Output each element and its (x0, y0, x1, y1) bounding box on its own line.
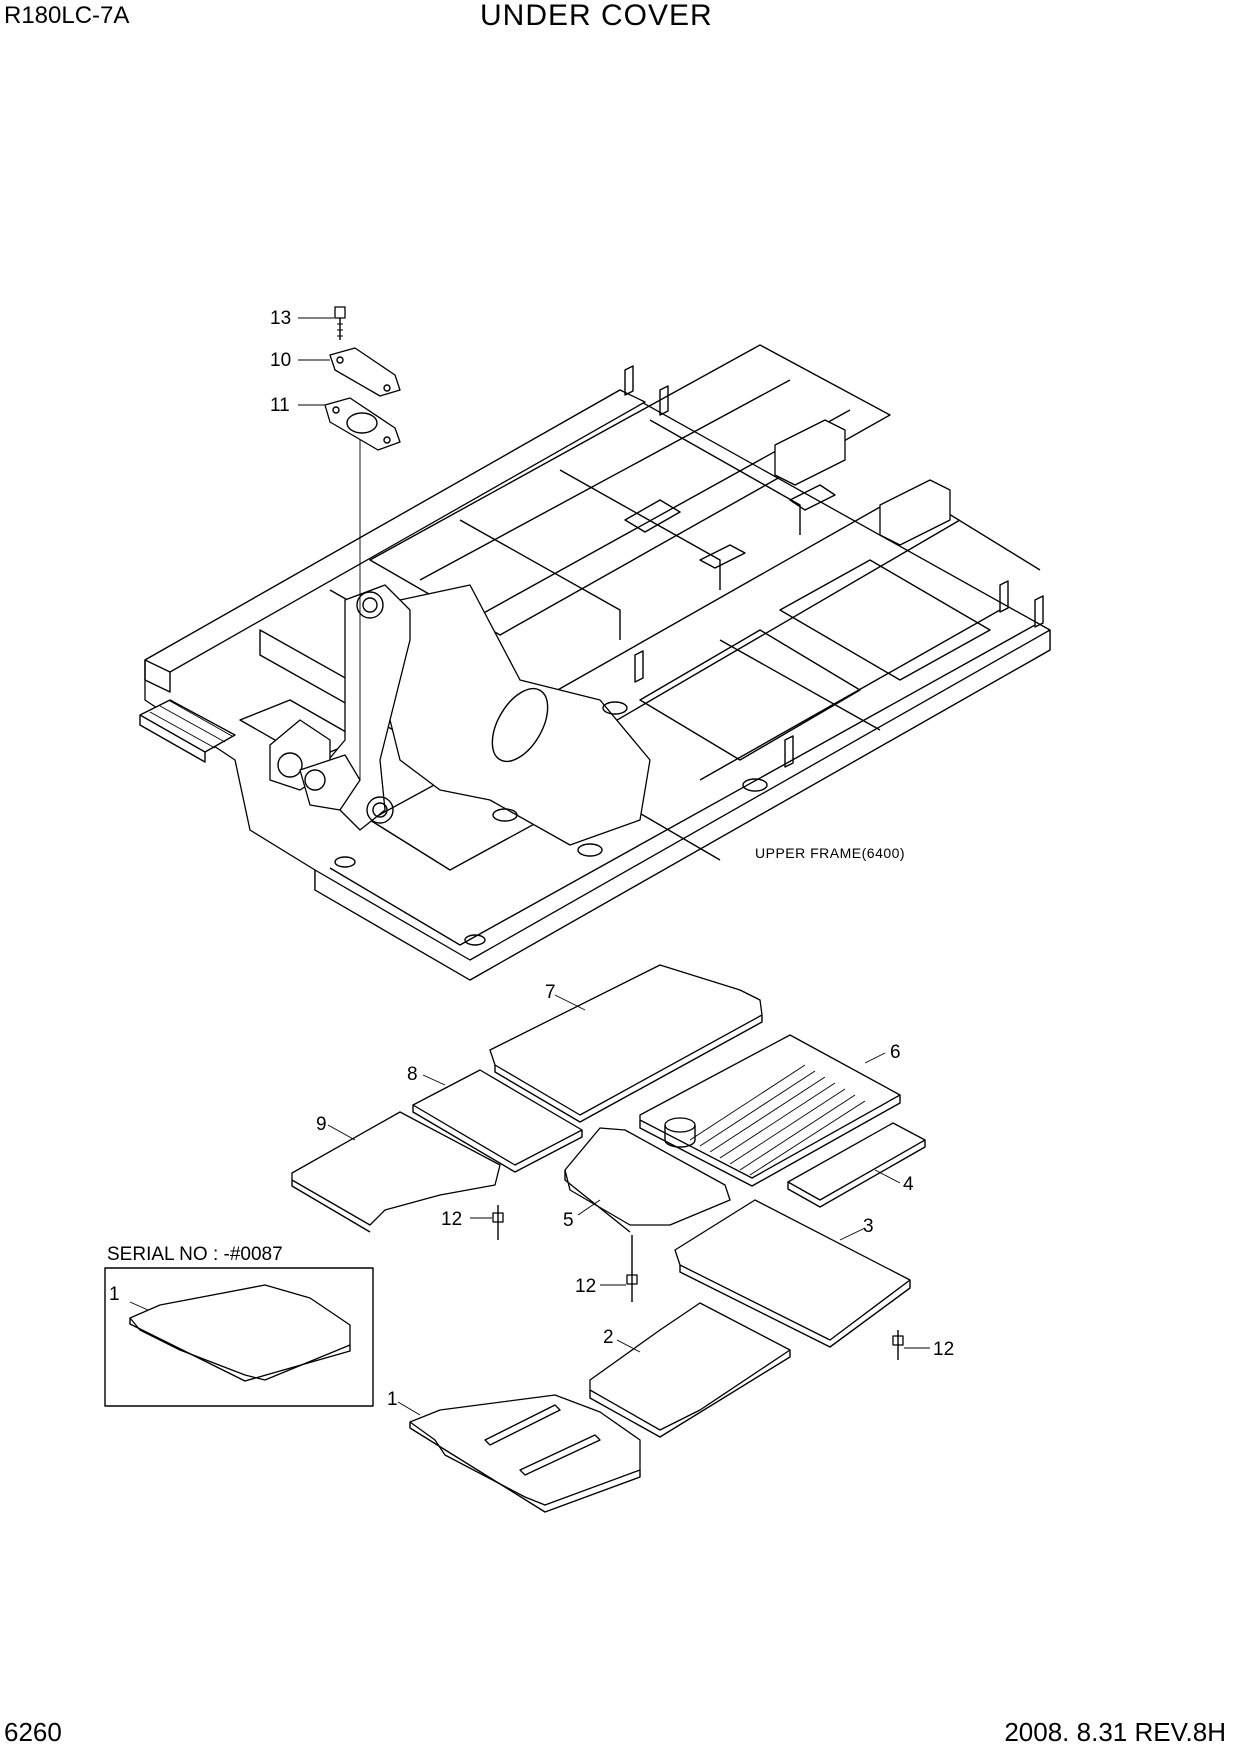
serial-note: SERIAL NO : -#0087 (107, 1244, 283, 1265)
callout-1: 1 (387, 1389, 398, 1410)
callout-11: 11 (270, 395, 290, 416)
callout-4: 4 (903, 1174, 914, 1195)
radiator-cover-6 (639, 1034, 901, 1187)
cover-2 (589, 1302, 791, 1438)
callout-8: 8 (407, 1064, 418, 1085)
callout-9: 9 (316, 1114, 327, 1135)
bolt-13 (334, 306, 346, 340)
upper-frame-drawing (139, 344, 1051, 981)
serial-inset (104, 1267, 374, 1407)
callout-12a: 12 (441, 1209, 462, 1230)
gasket-11 (324, 397, 401, 451)
callout-12c: 12 (933, 1339, 954, 1360)
cover-4 (787, 1122, 926, 1208)
bolt-12b (626, 1235, 638, 1302)
callout-2: 2 (603, 1327, 614, 1348)
bolt-12c (892, 1330, 904, 1360)
callout-3: 3 (863, 1216, 874, 1237)
callout-7: 7 (545, 982, 556, 1003)
cover-5 (564, 1127, 731, 1233)
callout-6: 6 (890, 1042, 901, 1063)
cover-1 (409, 1394, 641, 1513)
page-number: 6260 (4, 1717, 62, 1747)
callout-13: 13 (270, 308, 291, 329)
plate-10 (329, 347, 401, 397)
leader-lines (129, 317, 930, 1416)
page-title: UNDER COVER (480, 0, 713, 32)
model-number: R180LC-7A (4, 2, 130, 29)
bolt-12a (492, 1205, 504, 1240)
callout-5: 5 (563, 1210, 574, 1231)
cover-8 (412, 1069, 583, 1173)
cover-3 (674, 1199, 911, 1348)
cover-9 (291, 1111, 501, 1233)
callout-12b: 12 (575, 1276, 596, 1297)
frame-caption: UPPER FRAME(6400) (755, 845, 905, 861)
callout-1-serial: 1 (109, 1284, 120, 1305)
cover-7 (489, 964, 763, 1123)
callout-10: 10 (270, 350, 291, 371)
revision-date: 2008. 8.31 REV.8H (1004, 1717, 1226, 1747)
